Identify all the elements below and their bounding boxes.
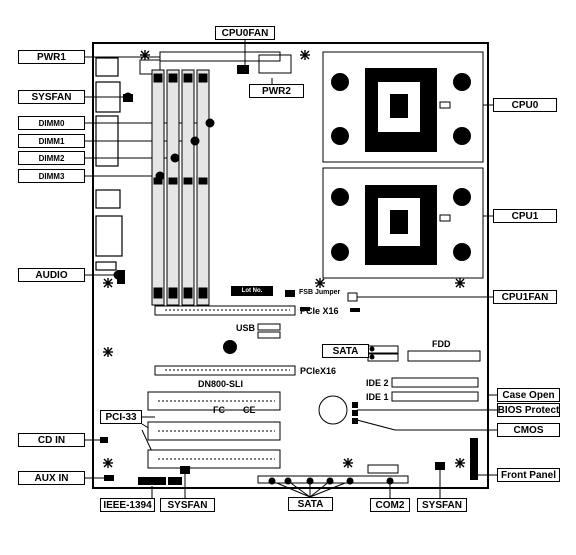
mounting-holes bbox=[103, 50, 465, 468]
bottom-headers bbox=[138, 438, 478, 485]
label-sata-mid: SATA bbox=[322, 344, 369, 358]
label-cpu1: CPU1 bbox=[493, 209, 557, 223]
label-cpu0: CPU0 bbox=[493, 98, 557, 112]
text-ide2: IDE 2 bbox=[366, 378, 389, 388]
label-front-panel: Front Panel bbox=[497, 468, 560, 482]
label-com2: COM2 bbox=[370, 498, 410, 512]
text-fsb-jumper: FSB Jumper bbox=[299, 289, 341, 296]
text-usb: USB bbox=[236, 323, 256, 333]
ide1-connector bbox=[391, 391, 479, 402]
text-fdd: FDD bbox=[432, 339, 451, 349]
label-cpu0fan: CPU0FAN bbox=[215, 26, 275, 40]
cmos-battery bbox=[318, 395, 348, 425]
label-dimm3: DIMM3 bbox=[18, 169, 85, 183]
label-pci33: PCI-33 bbox=[100, 410, 142, 424]
label-ieee1394: IEEE-1394 bbox=[100, 498, 155, 512]
label-pwr2: PWR2 bbox=[249, 84, 304, 98]
text-ide1: IDE 1 bbox=[366, 392, 389, 402]
rear-io-connectors bbox=[95, 57, 123, 271]
tyan-logo bbox=[223, 340, 237, 354]
usb-headers bbox=[257, 323, 281, 339]
label-bios-protect: BIOS Protect bbox=[497, 403, 560, 417]
ide2-connector bbox=[391, 377, 479, 388]
label-dimm0: DIMM0 bbox=[18, 116, 85, 130]
label-sata-bottom: SATA bbox=[288, 497, 333, 511]
text-pcie-x16-top: PCIe X16 bbox=[300, 306, 339, 316]
label-cd-in: CD IN bbox=[18, 433, 85, 447]
text-pcie-x16-bottom: PCIeX16 bbox=[300, 366, 337, 376]
label-aux-in: AUX IN bbox=[18, 471, 85, 485]
text-ce-mark: CE bbox=[243, 405, 256, 415]
label-dimm2: DIMM2 bbox=[18, 151, 85, 165]
cpu0-socket bbox=[322, 51, 484, 163]
label-cmos: CMOS bbox=[497, 423, 560, 437]
lot-number-block: Lot No. bbox=[231, 286, 273, 296]
fsb-jumper bbox=[285, 290, 358, 302]
pcie-x16-slot-2 bbox=[154, 365, 296, 376]
pci-slots bbox=[147, 391, 281, 469]
label-sysfan-bottom: SYSFAN bbox=[160, 498, 215, 512]
label-sysfan-left: SYSFAN bbox=[18, 90, 85, 104]
text-dn800: DN800-SLI bbox=[198, 379, 244, 389]
label-case-open: Case Open bbox=[497, 388, 560, 402]
sata-bottom-connectors bbox=[257, 475, 409, 485]
jumper-pins bbox=[352, 402, 358, 424]
dimm-slots bbox=[113, 69, 215, 306]
pcie-x16-slot-1 bbox=[154, 305, 360, 316]
text-fc-mark: FC bbox=[213, 405, 225, 415]
sata-mid-connectors bbox=[367, 345, 399, 362]
cpu1-socket bbox=[322, 167, 484, 279]
label-pwr1: PWR1 bbox=[18, 50, 85, 64]
fdd-connector bbox=[407, 350, 481, 362]
dimm-callout-dots bbox=[113, 92, 215, 280]
label-audio: AUDIO bbox=[18, 268, 85, 282]
label-cpu1fan: CPU1FAN bbox=[493, 290, 557, 304]
label-dimm1: DIMM1 bbox=[18, 134, 85, 148]
top-headers bbox=[139, 51, 292, 75]
label-sysfan-right: SYSFAN bbox=[417, 498, 467, 512]
